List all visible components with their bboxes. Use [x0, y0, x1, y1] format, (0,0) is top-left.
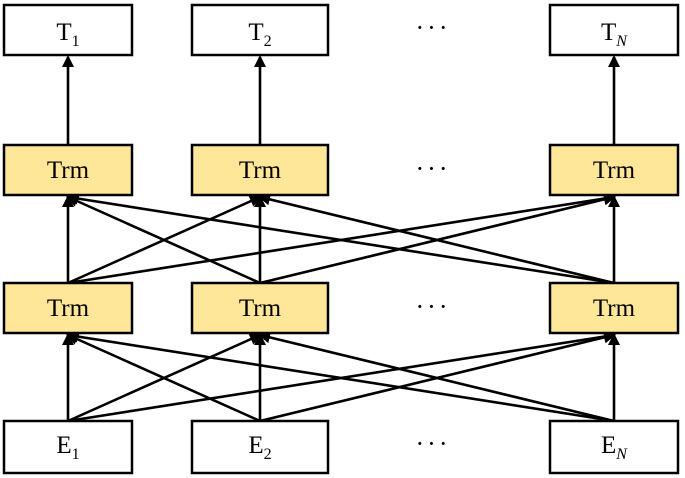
trm-label: Trm	[593, 157, 636, 184]
input-label-base: E	[601, 432, 616, 459]
lower-ellipsis: ···	[416, 292, 451, 321]
trm-label: Trm	[239, 295, 282, 322]
input-label-base: E	[56, 432, 71, 459]
input-label-sub: N	[615, 446, 628, 463]
output-label-base: T	[248, 19, 263, 46]
connections	[62, 55, 620, 423]
input-label-sub: 1	[72, 446, 80, 463]
trm-label: Trm	[47, 295, 90, 322]
output-ellipsis: ···	[416, 13, 451, 42]
input-row: E1 E2 ··· EN	[2, 419, 680, 475]
input-node-1: E1	[2, 419, 134, 475]
lower-transformer-layer: Trm Trm ··· Trm	[2, 281, 680, 335]
edge-input-3-to-lower-trm-1	[66, 330, 615, 423]
input-label-sub: 2	[264, 446, 272, 463]
trm-label: Trm	[239, 157, 282, 184]
edge-lower-trm-3-to-upper-trm-1	[66, 192, 615, 285]
svg-text:EN: EN	[601, 432, 628, 463]
input-ellipsis: ···	[416, 429, 451, 458]
svg-text:E1: E1	[56, 432, 79, 463]
upper-transformer-layer: Trm Trm ··· Trm	[2, 143, 680, 197]
svg-text:TN: TN	[601, 19, 628, 50]
lower-trm-1: Trm	[2, 281, 134, 335]
output-label-sub: N	[615, 33, 628, 50]
edge-input-3-to-lower-trm-2	[258, 331, 615, 423]
edge-lower-trm-2-to-upper-trm-1	[66, 195, 261, 285]
output-label-sub: 2	[264, 33, 272, 50]
upper-trm-n: Trm	[548, 143, 680, 197]
input-node-n: EN	[548, 419, 680, 475]
svg-text:T2: T2	[248, 19, 271, 50]
svg-text:T1: T1	[56, 19, 79, 50]
output-label-sub: 1	[72, 33, 80, 50]
edge-lower-trm-3-to-upper-trm-2	[258, 193, 615, 285]
output-node-1: T1	[2, 3, 134, 57]
output-row: T1 T2 ··· TN	[2, 3, 680, 57]
lower-trm-2: Trm	[190, 281, 330, 335]
output-node-n: TN	[548, 3, 680, 57]
input-label-base: E	[248, 432, 263, 459]
edge-input-2-to-lower-trm-1	[66, 333, 261, 423]
upper-ellipsis: ···	[416, 154, 451, 183]
output-label-base: T	[56, 19, 71, 46]
upper-trm-1: Trm	[2, 143, 134, 197]
upper-trm-2: Trm	[190, 143, 330, 197]
trm-label: Trm	[47, 157, 90, 184]
output-label-base: T	[601, 19, 616, 46]
trm-label: Trm	[593, 295, 636, 322]
input-node-2: E2	[190, 419, 330, 475]
svg-text:E2: E2	[248, 432, 271, 463]
lower-trm-n: Trm	[548, 281, 680, 335]
output-node-2: T2	[190, 3, 330, 57]
